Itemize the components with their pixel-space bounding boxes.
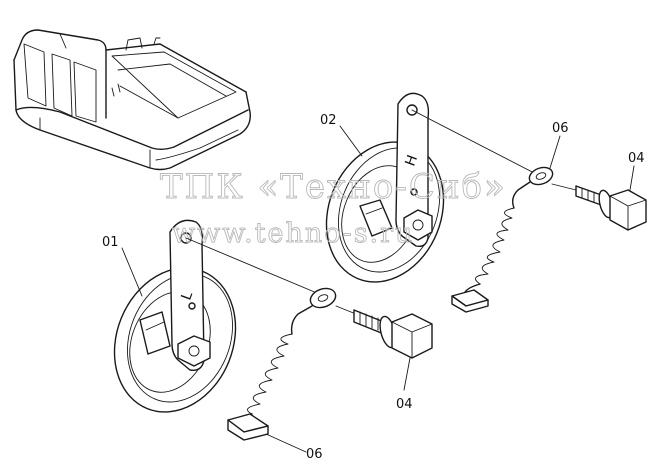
excavator-icon — [13, 29, 251, 171]
watermark-line-1: ТПК «Техно-Сиб» — [160, 167, 507, 207]
watermark-line-2: www.tehno-s.ru — [172, 218, 414, 249]
callout-06-upper: 06 — [552, 121, 569, 136]
callout-06-lower: 06 — [306, 447, 323, 462]
horn-high-icon: H — [325, 92, 445, 283]
horn-high-mark: H — [402, 153, 421, 168]
wire-connector-icon — [451, 166, 554, 313]
bolt-icon — [575, 185, 647, 231]
leader-04-upper — [629, 165, 635, 191]
bolt-icon — [353, 309, 433, 359]
callout-02: 02 — [320, 113, 337, 128]
center-line-lower-bolt — [335, 305, 357, 315]
leader-06-lower — [265, 433, 307, 453]
center-line-upper-bolt — [551, 183, 577, 191]
leader-06-upper — [549, 135, 561, 169]
leader-02 — [339, 125, 363, 157]
wire-connector-icon — [227, 287, 337, 441]
callout-04-lower: 04 — [396, 397, 413, 412]
horn-low-icon: L — [113, 219, 237, 413]
center-line-lower — [185, 237, 325, 297]
callout-01: 01 — [102, 235, 119, 250]
leader-04-lower — [403, 357, 411, 391]
center-line-upper — [411, 109, 541, 177]
callout-04-upper: 04 — [628, 151, 645, 166]
leader-01 — [121, 247, 143, 297]
